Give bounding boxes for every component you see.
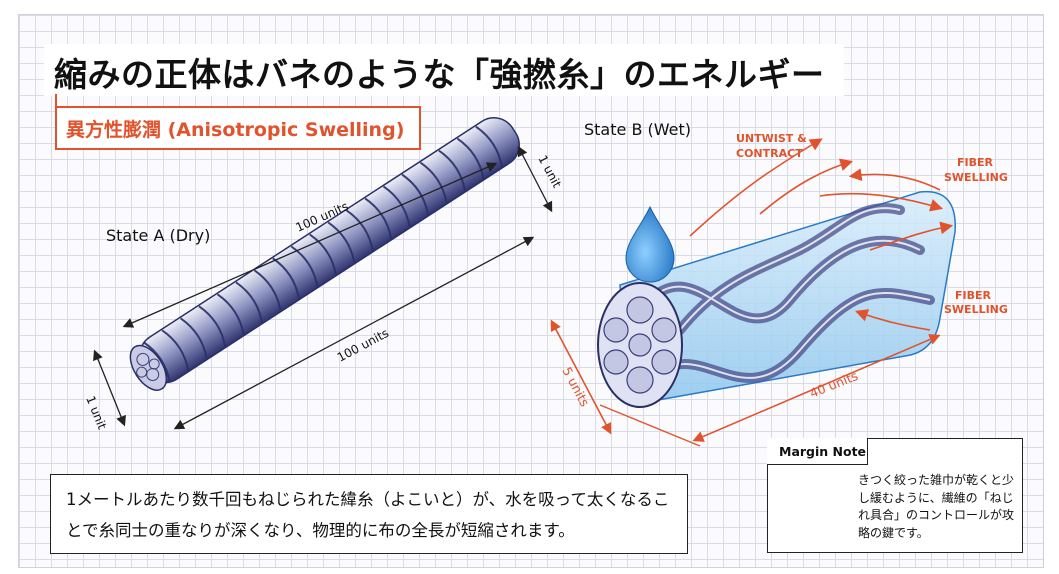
page-title: 縮みの正体はバネのような「強撚糸」のエネルギー xyxy=(54,55,825,94)
state-b-label: State B (Wet) xyxy=(584,120,691,139)
callout-label: 異方性膨潤 (Anisotropic Swelling) xyxy=(66,119,405,141)
dry-dim-left: 1 unit xyxy=(83,394,109,432)
wet-dimensions xyxy=(550,319,941,447)
dry-yarn xyxy=(129,117,520,391)
wet-diameter-label: 5 units xyxy=(559,364,592,409)
dry-dim-top: 1 unit xyxy=(535,153,564,190)
wet-length-label: 40 units xyxy=(808,368,861,401)
fiber-swelling-label-2a: FIBER xyxy=(955,289,992,302)
description-text: 1メートルあたり数千回もねじられた緯糸（よこいと）が、水を吸って太くなることで糸… xyxy=(66,490,670,540)
untwist-label-1: UNTWIST & xyxy=(736,132,807,145)
callout-box xyxy=(55,106,421,150)
fiber-swelling-label-1b: SWELLING xyxy=(944,171,1008,184)
margin-note-header xyxy=(767,438,868,465)
fiber-swelling-label-2b: SWELLING xyxy=(944,303,1008,316)
wet-yarn xyxy=(597,190,956,408)
dry-length-lower: 100 units xyxy=(335,326,391,365)
state-a-label: State A (Dry) xyxy=(106,226,211,245)
swelling-arrows xyxy=(689,138,954,331)
description-panel xyxy=(50,474,688,554)
untwist-label-2: CONTRACT xyxy=(736,147,803,160)
fiber-swelling-label-1a: FIBER xyxy=(957,156,994,169)
title-panel xyxy=(44,44,844,96)
dry-dimensions xyxy=(93,145,553,430)
margin-note-title: Margin Note xyxy=(779,444,867,459)
margin-note-text: きつく絞った雑巾が乾くと少し緩むように、繊維の「ねじれ具合」のコントロールが攻略… xyxy=(858,473,1015,540)
callout-tail xyxy=(55,94,57,108)
water-drop-icon xyxy=(625,205,675,283)
